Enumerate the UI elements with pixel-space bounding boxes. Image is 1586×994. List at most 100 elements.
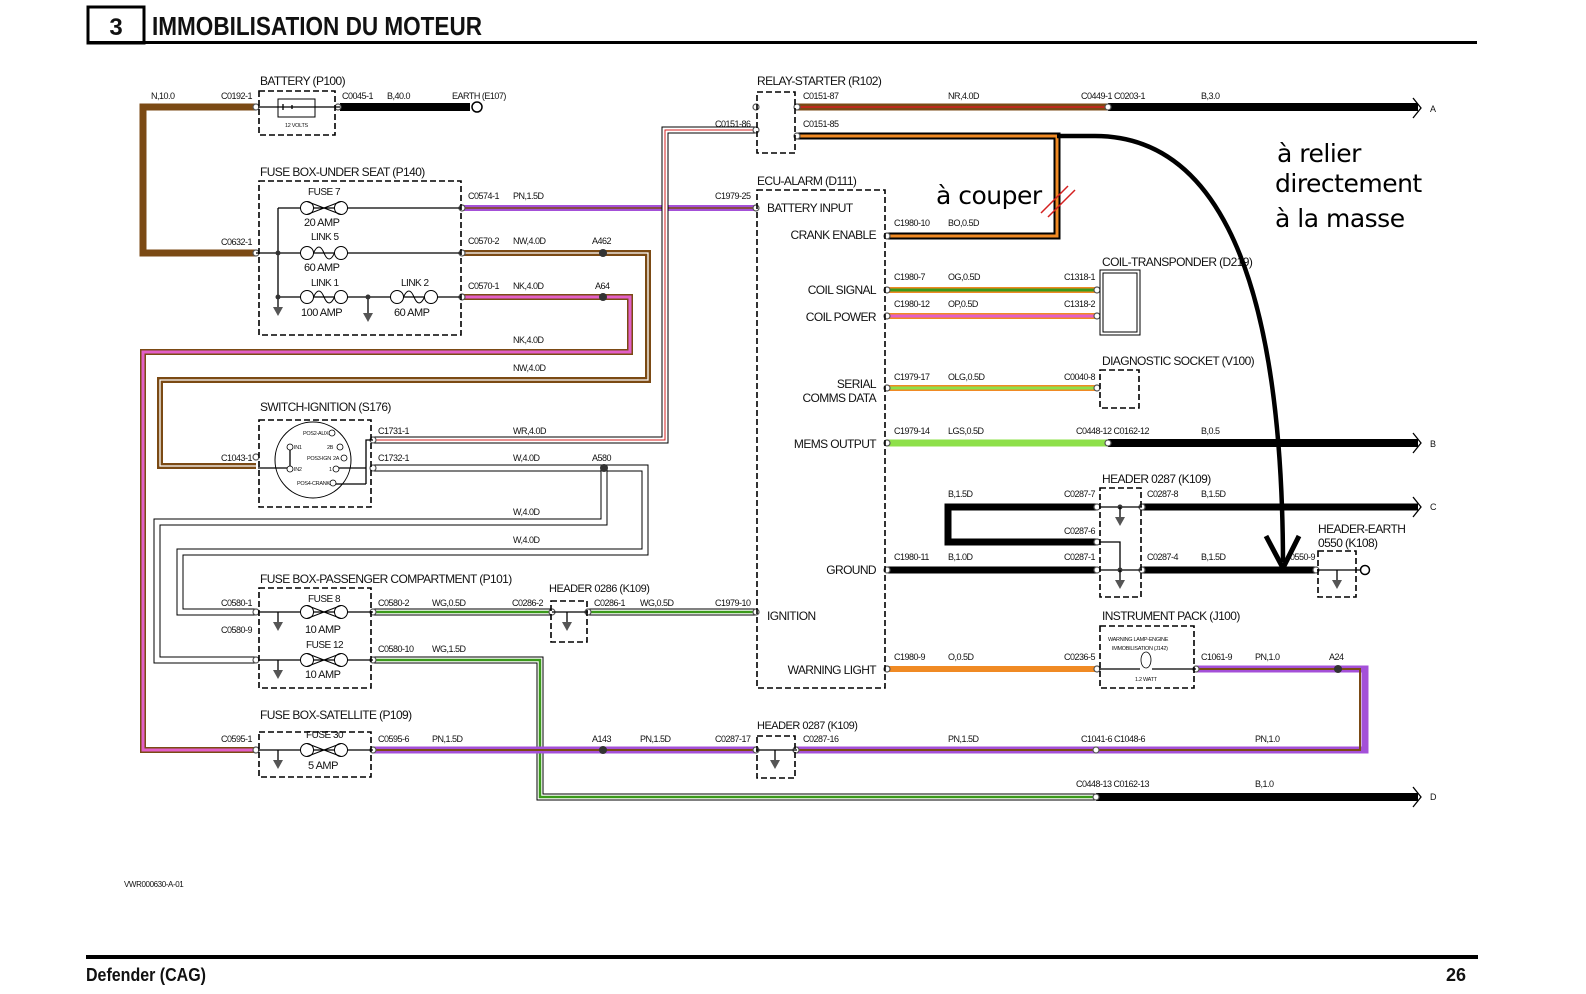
wire-label: B,1.0 [1255,779,1274,789]
fuse-label: FUSE 8 [308,594,341,605]
coil-transponder-title: COIL-TRANSPONDER (D219) [1102,255,1253,269]
wire-n-10 [139,103,256,257]
connector-pin [332,465,340,473]
splice-a143 [599,746,607,754]
fuse-rating: 60 AMP [304,262,340,274]
wire-label: B,1.5D [948,489,974,499]
fuse-label: LINK 5 [311,232,340,243]
fuse-rating: 10 AMP [305,624,341,636]
fuse-7-icon [300,201,348,215]
splice-label: A580 [592,453,612,463]
junction-dot [365,294,371,300]
ecu-signal-label: CRANK ENABLE [791,228,877,242]
connector-pin [1092,746,1100,754]
ground-icon [272,296,284,317]
wire-label: PN,1.0 [1255,652,1280,662]
ground-icon [1114,506,1126,527]
cut-annotation: à couper [936,181,1043,210]
fusebox-passenger-bus [258,611,373,661]
wire-nw-40-tracer [159,252,649,467]
wire-label: WG,1.5D [432,644,467,654]
header-0287-title: HEADER 0287 (K109) [1102,472,1211,486]
wire-pn-bottom-tracer [374,668,1361,751]
connector-pin [1104,103,1112,111]
wire-label: B,1.5D [1201,489,1227,499]
drawing-reference: VWR000630-A-01 [124,880,184,889]
ground-annotation: directement [1275,169,1422,198]
pin-label: C1980-12 [894,299,930,309]
pin-label: C0595-1 [221,734,253,744]
splice-label: A143 [592,734,612,744]
wire-label: PN,1.5D [513,191,545,201]
ground-icon [272,659,284,680]
pin-label: C1979-17 [894,372,930,382]
connector-pin [329,479,337,487]
ground-icon [272,611,284,632]
fuse-8-icon [300,605,348,619]
switch-terminal-label: 1 [329,467,332,473]
wire-label: PN,1.5D [948,734,980,744]
switch-position-label: POS4-CRANK [297,481,330,487]
splice-a64 [599,293,607,301]
header-0286-title: HEADER 0286 (K109) [549,583,649,595]
wire-label: PN,1.5D [640,734,672,744]
ecu-signal-label: MEMS OUTPUT [794,437,877,451]
fuse-30-icon [300,743,348,757]
instrument-pack-title: INSTRUMENT PACK (J100) [1102,609,1240,623]
wire-pn-bottom [374,665,1369,754]
splice-a24 [1334,665,1342,673]
connector-pin [340,454,348,462]
cut-mark-icon [1040,185,1076,218]
fuse-rating: 100 AMP [301,307,342,319]
pin-label: 0550-9 [1290,552,1316,562]
diagnostic-socket-title: DIAGNOSTIC SOCKET (V100) [1102,354,1255,368]
pin-label: C1980-10 [894,218,930,228]
wire-label: NK,4.0D [513,335,545,345]
header-rule [87,41,1477,44]
fusebox-passenger-box [258,587,372,689]
pin-label: C0580-1 [221,598,253,608]
wire-label: NR,4.0D [948,91,980,101]
wire-label: B,1.5D [1201,552,1227,562]
wire-label: NW,4.0D [513,236,547,246]
battery-box [258,90,336,136]
wire-label: BO,0.5D [948,218,980,228]
splice-label: A462 [592,236,612,246]
wire-w-40-b [154,468,607,663]
wire-wg-15-tracer [374,658,1096,799]
switch-terminal-label: IN1 [294,445,302,451]
switch-terminal-label: 2A [333,456,340,462]
pin-label: C0580-9 [221,625,253,635]
ignition-switch-links [258,439,373,485]
fusebox-under-seat-title: FUSE BOX-UNDER SEAT (P140) [260,165,425,179]
ground-icon [1114,569,1126,590]
switch-terminal-label: IN2 [294,467,302,473]
wire-label: NK,4.0D [513,281,545,291]
continuation-label-d: D [1430,792,1437,802]
splice-label: A64 [595,281,610,291]
wire-label: O,0.5D [948,652,975,662]
ecu-signal-label: IGNITION [767,609,816,623]
diagnostic-socket-box [1099,369,1140,409]
pin-label: C0151-85 [803,119,839,129]
pin-label: C0448-12 C0162-12 [1076,426,1150,436]
pin-label: C0286-1 [594,598,626,608]
ecu-signal-label: COIL POWER [806,310,877,324]
pin-label: C1731-1 [378,426,410,436]
arrowhead-icon [1263,534,1302,574]
lamp-label: WARNING LAMP-ENGINE [1108,637,1169,643]
wire-label: W,4.0D [513,453,541,463]
ground-icon [561,611,573,632]
pin-label: C0595-6 [378,734,410,744]
pin-label: C1041-6 C1048-6 [1081,734,1146,744]
ignition-switch-box [258,419,372,508]
wire-label: W,4.0D [513,507,541,517]
battery-title: BATTERY (P100) [260,74,346,88]
junction-dot [275,294,281,300]
ecu-signal-label: COMMS DATA [802,391,876,405]
header-0287-low-title: HEADER 0287 (K109) [757,720,857,732]
ecu-signal-label: SERIAL [837,377,877,391]
page-title: IMMOBILISATION DU MOTEUR [152,11,482,41]
connector-pin [1092,793,1100,801]
